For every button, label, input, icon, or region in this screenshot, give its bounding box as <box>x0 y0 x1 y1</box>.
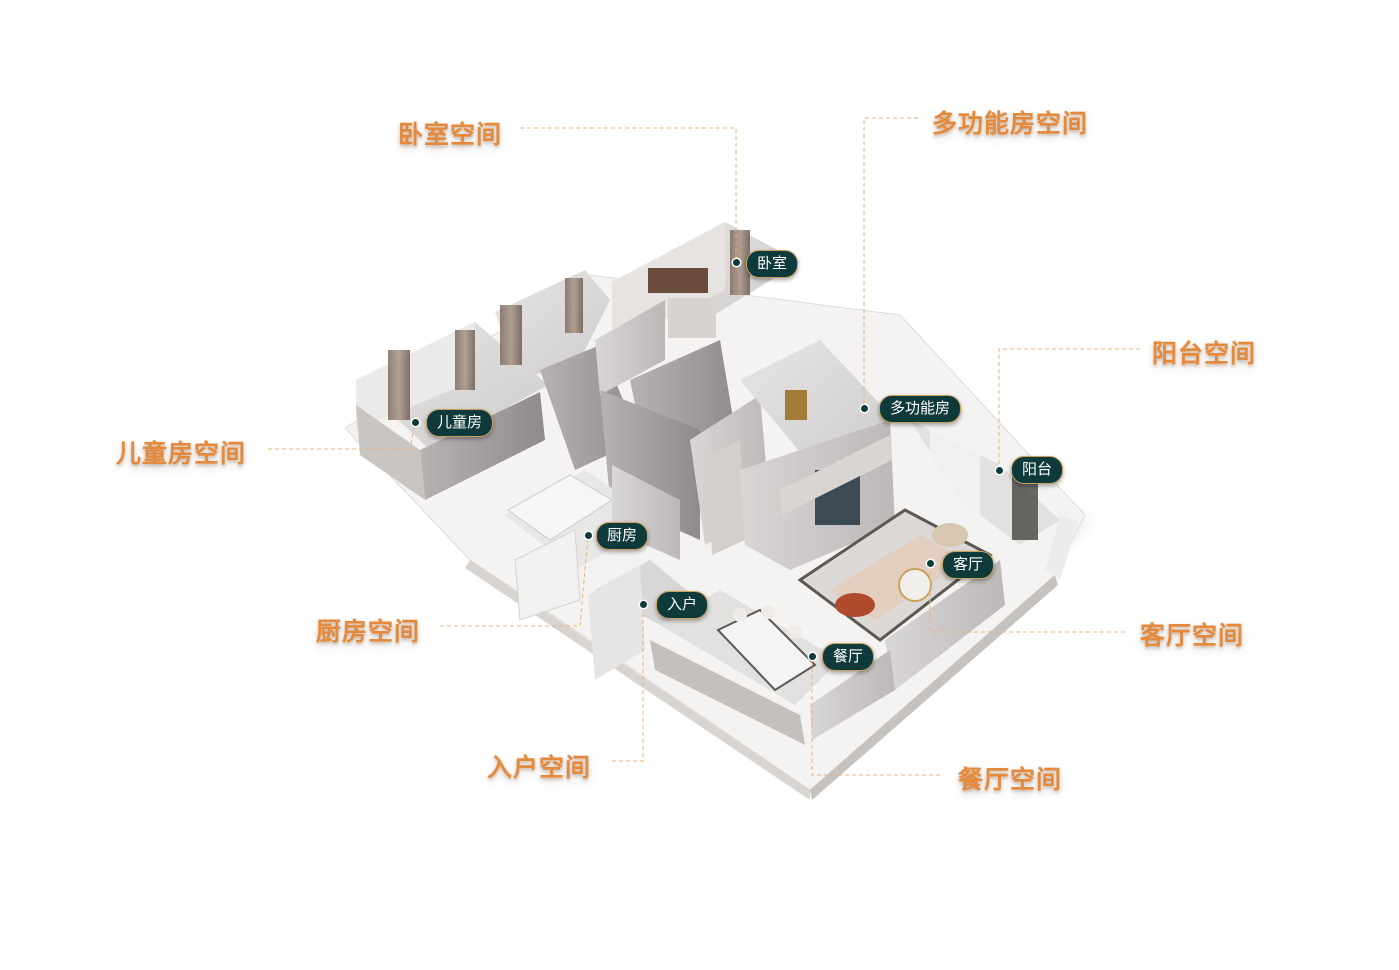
multi-function-dot <box>861 405 868 412</box>
leader-line-dining <box>811 656 940 776</box>
kitchen-tag[interactable]: 厨房 <box>596 522 649 550</box>
multi-function-space-label: 多功能房空间 <box>932 110 1089 138</box>
entry-dining-model <box>588 560 895 745</box>
leader-line-living <box>929 563 1125 633</box>
kids-room-dot <box>412 419 419 426</box>
study-room-model <box>495 270 640 470</box>
living-room-model <box>797 508 1005 690</box>
bedroom-space-label: 卧室空间 <box>398 121 503 149</box>
leader-line-kitchen <box>440 534 589 627</box>
entry-space-label: 入户空间 <box>487 754 592 782</box>
dining-dot <box>809 653 816 660</box>
living-room-dot <box>927 560 934 567</box>
balcony-tag[interactable]: 阳台 <box>1011 456 1064 484</box>
leader-line-kids <box>268 421 416 450</box>
leader-line-balcony <box>998 348 1140 470</box>
entry-tag[interactable]: 入户 <box>656 591 709 619</box>
leader-line-bedroom <box>520 127 737 262</box>
balcony-space-label: 阳台空间 <box>1152 340 1257 368</box>
living-room-tag[interactable]: 客厅 <box>942 551 995 579</box>
multi-room-model <box>708 340 895 570</box>
kitchen-model <box>505 465 680 621</box>
multi-function-tag[interactable]: 多功能房 <box>879 395 962 423</box>
kids-room-space-label: 儿童房空间 <box>116 440 247 468</box>
leader-lines <box>268 117 1140 776</box>
dining-space-label: 餐厅空间 <box>958 766 1063 794</box>
leader-line-multi <box>863 117 918 408</box>
bedroom-tag[interactable]: 卧室 <box>746 250 799 278</box>
kitchen-space-label: 厨房空间 <box>316 618 421 646</box>
living-room-space-label: 客厅空间 <box>1140 622 1245 650</box>
bedroom-dot <box>733 259 740 266</box>
dining-tag[interactable]: 餐厅 <box>822 643 875 671</box>
leader-line-entry <box>612 604 644 762</box>
entry-dot <box>640 601 647 608</box>
balcony-dot <box>996 467 1003 474</box>
kitchen-dot <box>585 532 592 539</box>
kids-room-tag[interactable]: 儿童房 <box>426 409 494 437</box>
